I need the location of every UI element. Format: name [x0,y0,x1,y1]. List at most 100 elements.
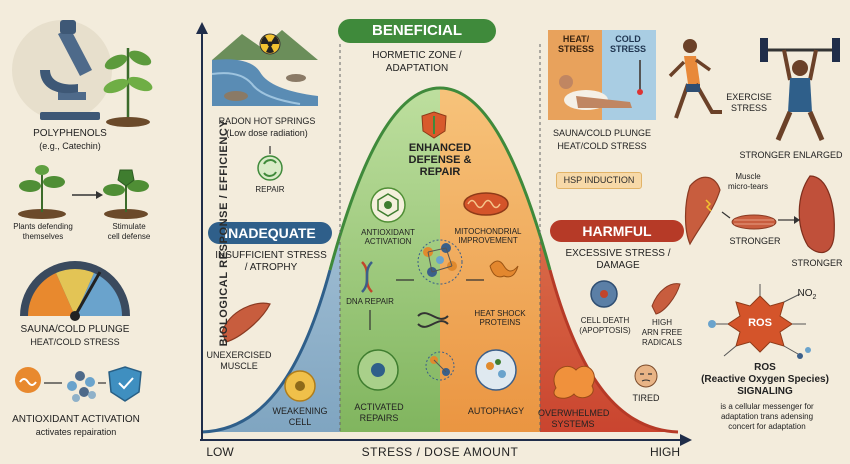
mito-label: MITOCHONDRIAL IMPROVEMENT [450,227,526,245]
no2-label: NO2 [792,288,822,303]
cell-death-line2: (APOPTOSIS) [579,326,631,335]
antioxidant-icon [370,187,406,223]
tired-label: TIRED [632,393,660,403]
microscope-icon [12,20,112,120]
beneficial-subtitle-line1: HORMETIC ZONE / [372,50,462,61]
no2-text: NO [797,288,813,299]
inadequate-subtitle: INSUFFICIENT STRESS / ATROPHY [206,250,336,274]
micro-line2: micro-tears [727,182,768,191]
weakening-cell-icon [284,370,316,402]
stronger-label-2: STRONGER [791,258,843,268]
radicals-line1: HIGH [652,318,672,327]
ros-badge-label: ROS [748,317,772,329]
enhanced-defense-title: ENHANCED DEFENSE & REPAIR [390,142,490,178]
shield-icon [108,366,142,402]
radon-repair: REPAIR [255,185,285,194]
small-molecules-icon [708,320,811,359]
cell-death-label: CELL DEATH (APOPTOSIS) [574,316,636,336]
ros-title: ROS (Reactive Oxygen Species) SIGNALING [690,362,840,398]
plant-icon [103,48,153,127]
cell-icon [357,349,399,391]
bell-curve-top [328,86,552,271]
weakening-line2: CELL [288,417,312,427]
gauge-icon [20,261,130,321]
stronger-enlarged-label: STRONGER ENLARGED [739,150,843,160]
beneficial-header: BENEFICIAL [338,19,496,43]
unexercised-label: UNEXERCISED MUSCLE [204,350,274,372]
beneficial-subtitle-line2: ADAPTATION [385,63,449,74]
cold-line1: COLD [615,34,641,44]
stimulate-line2: cell defense [107,232,151,241]
muscle-fiber-icon [731,214,777,230]
exercise-stress-label: EXERCISE STRESS [714,92,784,114]
heat-shock-line2: PROTEINS [479,318,521,327]
polyphenols-sub: (e.g., Catechin) [39,141,101,151]
plant-arrow-head [96,191,103,199]
y-axis-label: BIOLOGICAL RESPONSE / EFFICIENCY [218,119,230,347]
inadequate-subtitle-line2: / ATROPHY [244,262,298,273]
muscle-arrow-1 [721,211,731,219]
overwhelmed-label: OVERWHELMED SYSTEMS [538,408,610,430]
ros-title-line1: ROS [754,362,776,373]
left-sauna-title: SAUNA/COLD PLUNGE [20,324,130,335]
ros-description: is a cellular messenger for adaptation t… [690,402,844,432]
harmful-subtitle-line2: DAMAGE [596,260,640,271]
bell-curve-right [548,269,679,434]
heat-shock-label: HEAT SHOCK PROTEINS [470,309,530,327]
left-antiox-sub: activates repairation [35,427,117,437]
shield-center-icon [421,111,447,139]
molecule-small-icon [425,351,455,381]
bell-curve-left [201,269,332,434]
micro-line1: Muscle [735,172,761,181]
sauna-small-icon [15,367,41,393]
free-radicals-label: HIGH ARN FREE RADICALS [634,318,690,348]
radon-subtitle: (Low dose radiation) [226,128,308,138]
radiation-icon [259,33,281,55]
stimulate-label: Stimulate cell defense [94,222,164,242]
heat-stress-sign: HEAT/ STRESS [556,34,596,54]
cell-death-line1: CELL DEATH [580,316,630,325]
dna-icon [361,261,373,293]
damaged-muscle-icon [651,283,681,315]
ros-desc-line1: is a cellular messenger for [720,402,814,411]
stronger-label-1: STRONGER [729,236,781,246]
micro-tears-label: Muscle micro-tears [718,172,778,192]
protein-icon [489,260,519,278]
left-sauna-sub: HEAT/COLD STRESS [30,337,120,347]
ros-title-line3: SIGNALING [737,386,793,397]
hot-springs-scene [211,30,318,106]
unexercised-line2: MUSCLE [220,361,258,371]
antioxidant-line1: ANTIOXIDANT [361,228,415,237]
ros-desc-line2: adaptation trans adensing [720,412,814,421]
radicals-line2: ARN FREE [641,328,683,337]
unexercised-muscle-icon [221,302,271,343]
activated-line2: REPAIRS [359,413,399,423]
runner-icon [668,39,722,119]
recycle-icon [257,155,283,181]
overwhelmed-line2: SYSTEMS [551,419,595,429]
overwhelmed-icon [553,365,595,399]
virus-icon [590,280,618,308]
hsp-induction-badge: HSP INDUCTION [556,172,642,189]
y-axis-arrow [196,22,208,34]
x-axis-low: LOW [206,445,234,459]
antioxidant-label: ANTIOXIDANT ACTIVATION [350,228,426,246]
autophagy-label: AUTOPHAGY [467,406,525,416]
sauna-top-title: SAUNA/COLD PLUNGE [552,128,652,138]
x-axis-label: STRESS / DOSE AMOUNT [361,445,519,459]
inadequate-subtitle-line1: INSUFFICIENT STRESS [215,250,327,261]
plants-line1: Plants defending [13,222,73,231]
overwhelmed-line1: OVERWHELMED [538,408,610,418]
no2-sub: 2 [812,294,817,301]
molecule-cluster-icon [67,371,96,402]
weakening-line1: WEAKENING [272,406,328,416]
heat-shock-line1: HEAT SHOCK [474,309,526,318]
stimulate-line1: Stimulate [112,222,146,231]
heat-line1: HEAT/ [562,34,590,44]
activated-line1: ACTIVATED [354,402,404,412]
muscle-tear-icon [684,176,721,246]
sauna-scene [548,30,656,120]
dna-strand-icon [417,312,449,328]
harmful-subtitle: EXCESSIVE STRESS / DAMAGE [548,248,688,272]
